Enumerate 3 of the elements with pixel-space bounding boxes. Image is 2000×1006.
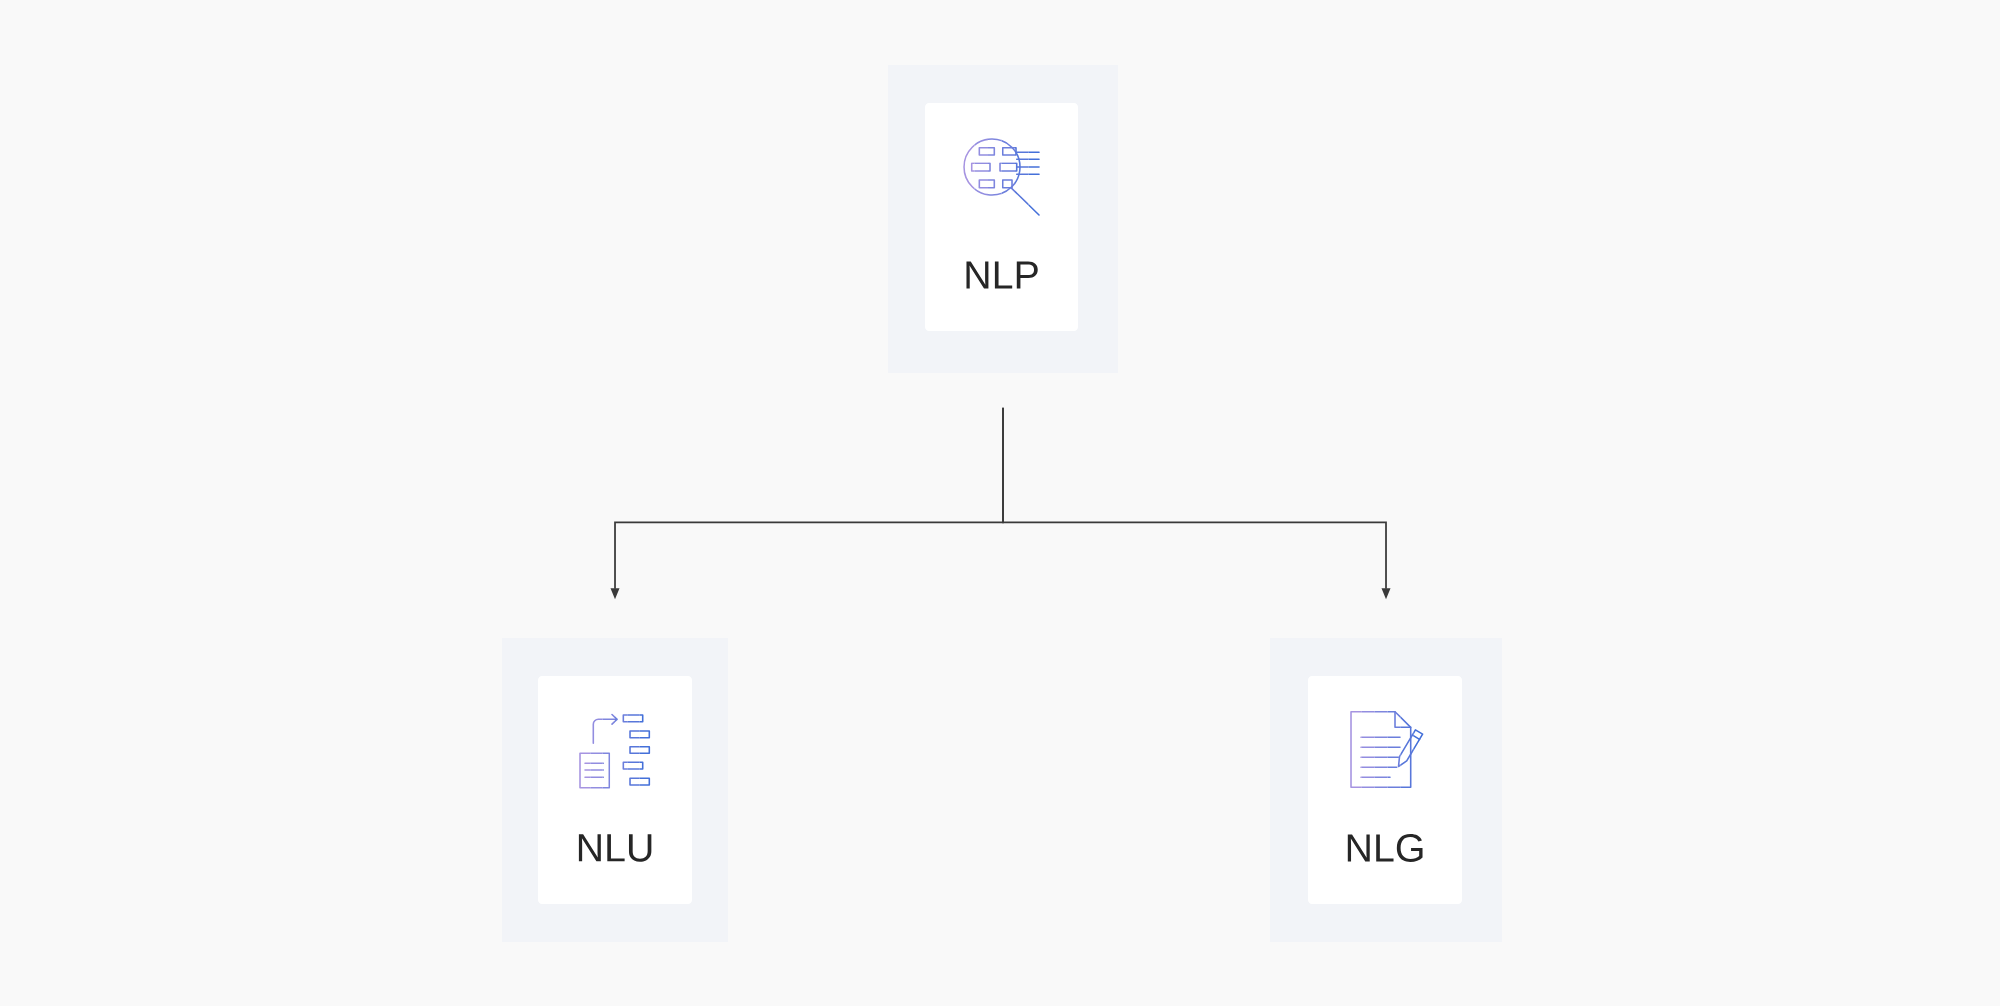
process-box: NLU [502, 638, 728, 942]
process-box: NLG [1270, 638, 1502, 942]
process-box: NLP [888, 65, 1118, 373]
